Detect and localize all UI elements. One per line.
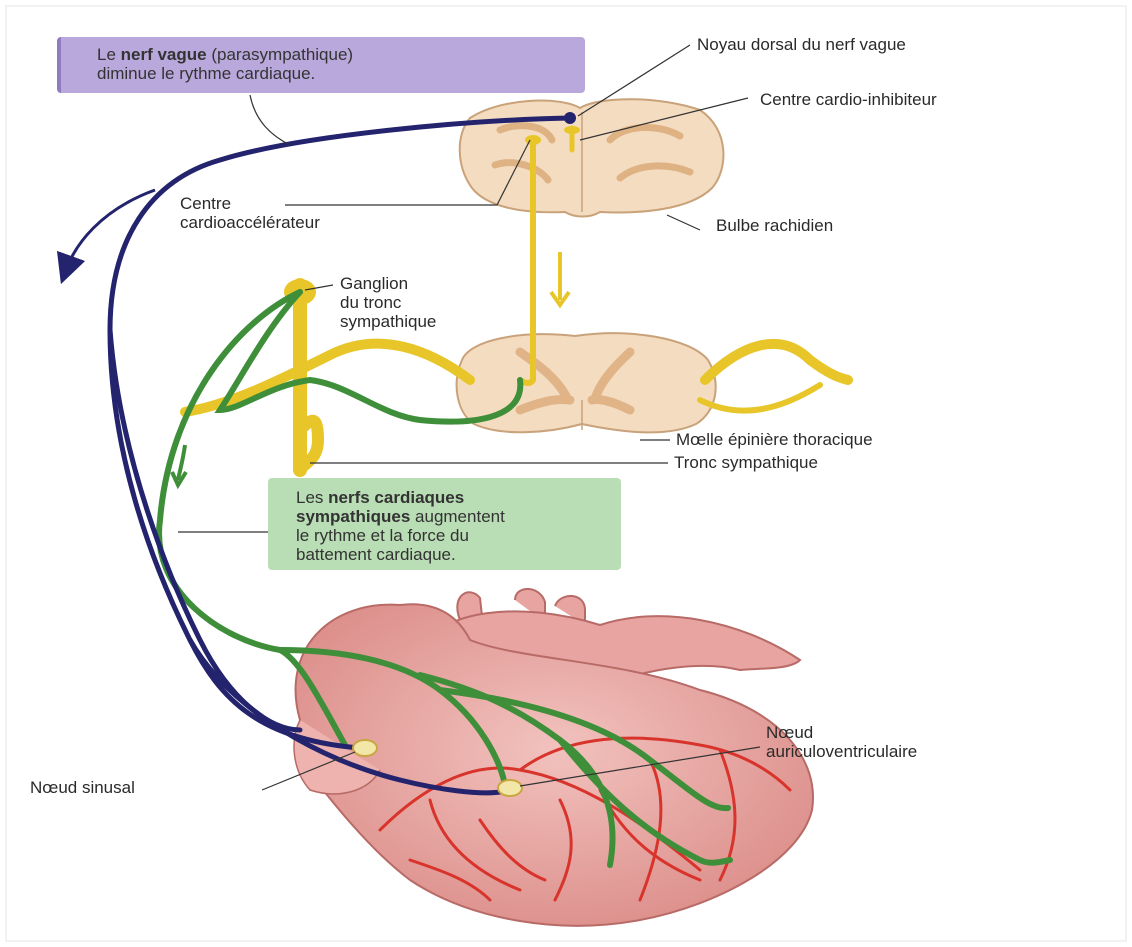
- label-medulla: Bulbe rachidien: [716, 216, 833, 236]
- label-av-node-1: Nœud: [766, 723, 813, 743]
- sa-node: [353, 740, 377, 756]
- label-dorsal-nucleus: Noyau dorsal du nerf vague: [697, 35, 906, 55]
- label-ganglion-1: Ganglion: [340, 274, 408, 294]
- heart-illustration: [294, 589, 813, 926]
- medulla-section: [460, 99, 724, 216]
- sympathetic-callout: Les nerfs cardiaques sympathiques augmen…: [268, 478, 621, 570]
- dorsal-nucleus-dot: [564, 112, 576, 124]
- vagus-callout: Le nerf vague (parasympathique) diminue …: [57, 37, 585, 93]
- vagus-direction-arrow: [66, 190, 155, 270]
- label-sympathetic-trunk: Tronc sympathique: [674, 453, 818, 473]
- label-av-node-2: auriculoventriculaire: [766, 742, 917, 762]
- label-ganglion-3: sympathique: [340, 312, 436, 332]
- av-node: [498, 780, 522, 796]
- label-thoracic-cord: Mœlle épinière thoracique: [676, 430, 873, 450]
- label-cardio-inhibitory-center: Centre cardio-inhibiteur: [760, 90, 937, 110]
- label-sa-node: Nœud sinusal: [30, 778, 135, 798]
- label-ganglion-2: du tronc: [340, 293, 401, 313]
- label-cardio-accelerator-center-2: cardioaccélérateur: [180, 213, 320, 233]
- label-cardio-accelerator-center-1: Centre: [180, 194, 231, 214]
- vagus-callout-line1: Le nerf vague (parasympathique): [97, 45, 571, 64]
- vagus-callout-line2: diminue le rythme cardiaque.: [97, 64, 571, 83]
